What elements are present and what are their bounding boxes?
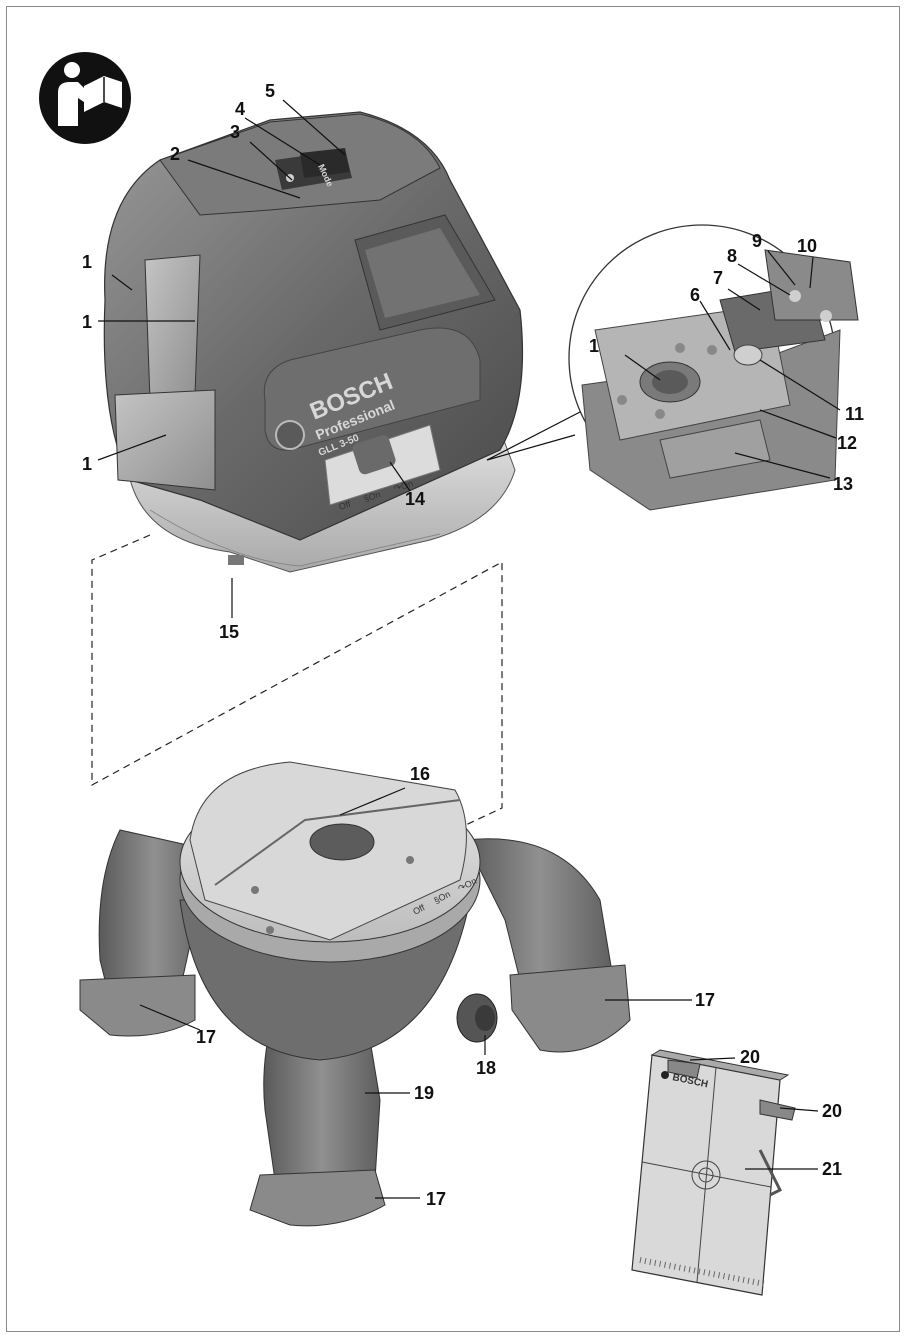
callout-21: 21 bbox=[822, 1159, 842, 1179]
page-frame bbox=[6, 6, 900, 1332]
laser-target-plate: BOSCH bbox=[631, 1049, 796, 1296]
mount-dashed-guide bbox=[91, 534, 503, 831]
callout-17: 17 bbox=[695, 990, 715, 1010]
callout-1: 1 bbox=[589, 336, 599, 356]
callout-10: 10 bbox=[797, 236, 817, 256]
callout-15: 15 bbox=[219, 622, 239, 642]
callout-20: 20 bbox=[740, 1047, 760, 1067]
callout-14: 14 bbox=[405, 489, 425, 509]
callout-16: 16 bbox=[410, 764, 430, 784]
callout-1: 1 bbox=[82, 312, 92, 332]
laser-level-device: Mode BOSCH Professional GLL 3-50 Off §On… bbox=[103, 111, 524, 573]
leader-lines bbox=[97, 99, 841, 1199]
callout-9: 9 bbox=[752, 231, 762, 251]
callout-20: 20 bbox=[822, 1101, 842, 1121]
callout-3: 3 bbox=[230, 122, 240, 142]
callout-12: 12 bbox=[837, 433, 857, 453]
switch-label-off: Off bbox=[338, 499, 353, 512]
callout-17: 17 bbox=[196, 1027, 216, 1047]
callout-1: 1 bbox=[82, 252, 92, 272]
callout-8: 8 bbox=[727, 246, 737, 266]
callout-11: 11 bbox=[845, 404, 864, 424]
universal-holder: Off §On ↷On bbox=[79, 761, 631, 1227]
callout-4: 4 bbox=[235, 99, 245, 119]
callout-1: 1 bbox=[82, 454, 92, 474]
callout-18: 18 bbox=[476, 1058, 496, 1078]
callout-2: 2 bbox=[170, 144, 180, 164]
callout-13: 13 bbox=[833, 474, 853, 494]
callout-5: 5 bbox=[265, 81, 275, 101]
callout-6: 6 bbox=[690, 285, 700, 305]
callout-19: 19 bbox=[414, 1083, 434, 1103]
read-manual-icon bbox=[39, 52, 131, 144]
callout-numbers: 1 1 1 2 3 4 5 14 15 1 6 7 8 9 10 11 12 1… bbox=[82, 81, 864, 1209]
callout-7: 7 bbox=[713, 268, 723, 288]
underside-detail-view bbox=[486, 224, 859, 511]
callout-17: 17 bbox=[426, 1189, 446, 1209]
